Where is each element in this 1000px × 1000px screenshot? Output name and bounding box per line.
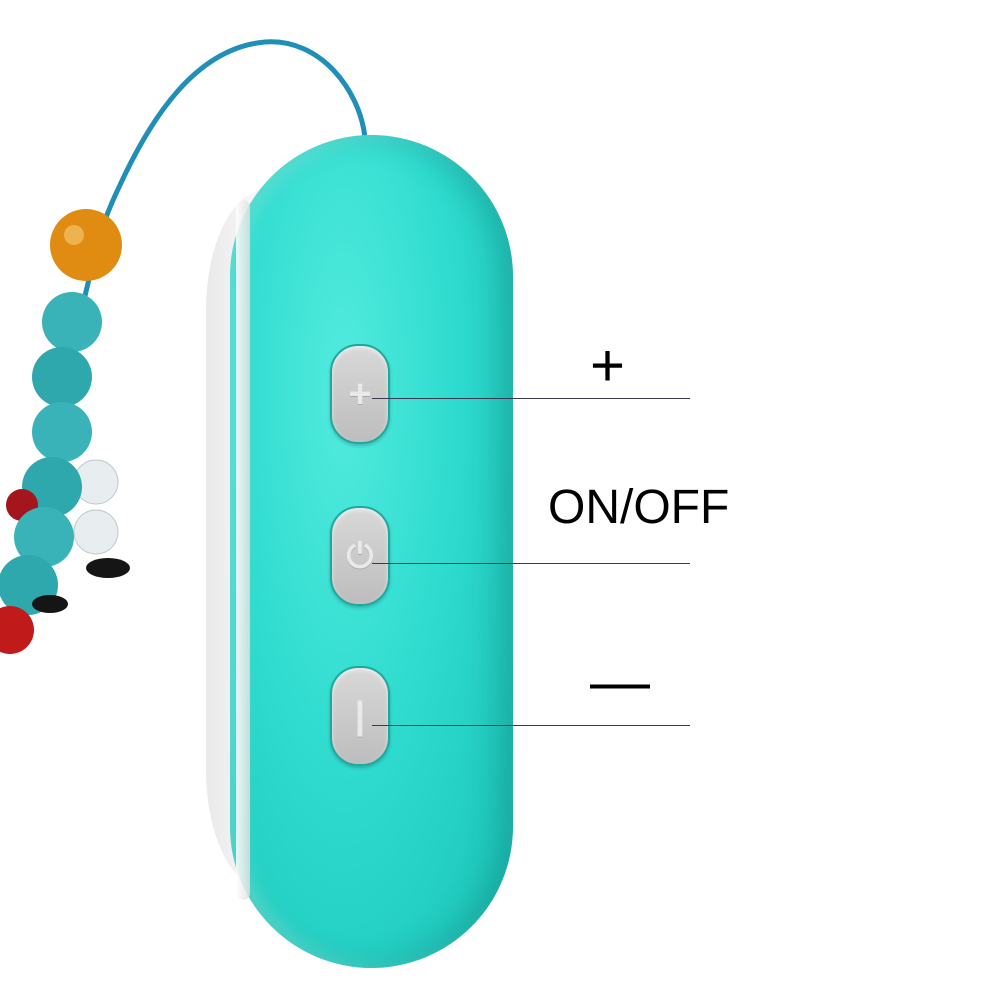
on-off-label: ON/OFF — [548, 481, 730, 534]
clear-bead — [73, 509, 119, 555]
plus-leader-line — [372, 398, 690, 399]
plus-label: + — [590, 332, 626, 399]
black-spacer — [86, 558, 130, 578]
power-leader-line — [372, 563, 690, 564]
turquoise-bead — [32, 347, 92, 407]
power-button[interactable]: ⏻ — [330, 506, 390, 606]
plus-button[interactable]: + — [330, 344, 390, 444]
turquoise-bead — [32, 402, 92, 462]
turquoise-bead — [42, 292, 102, 352]
power-icon: ⏻ — [346, 537, 374, 575]
red-bead — [0, 606, 34, 654]
minus-label: — — [590, 648, 650, 715]
amber-bead — [50, 209, 122, 281]
device-side-strip — [236, 200, 250, 900]
lanyard-cord — [93, 39, 368, 251]
black-spacer — [32, 595, 68, 613]
minus-icon: | — [354, 695, 366, 737]
minus-leader-line — [372, 725, 690, 726]
minus-button[interactable]: | — [330, 666, 390, 766]
plus-icon: + — [348, 372, 372, 416]
turquoise-bead — [14, 507, 74, 567]
